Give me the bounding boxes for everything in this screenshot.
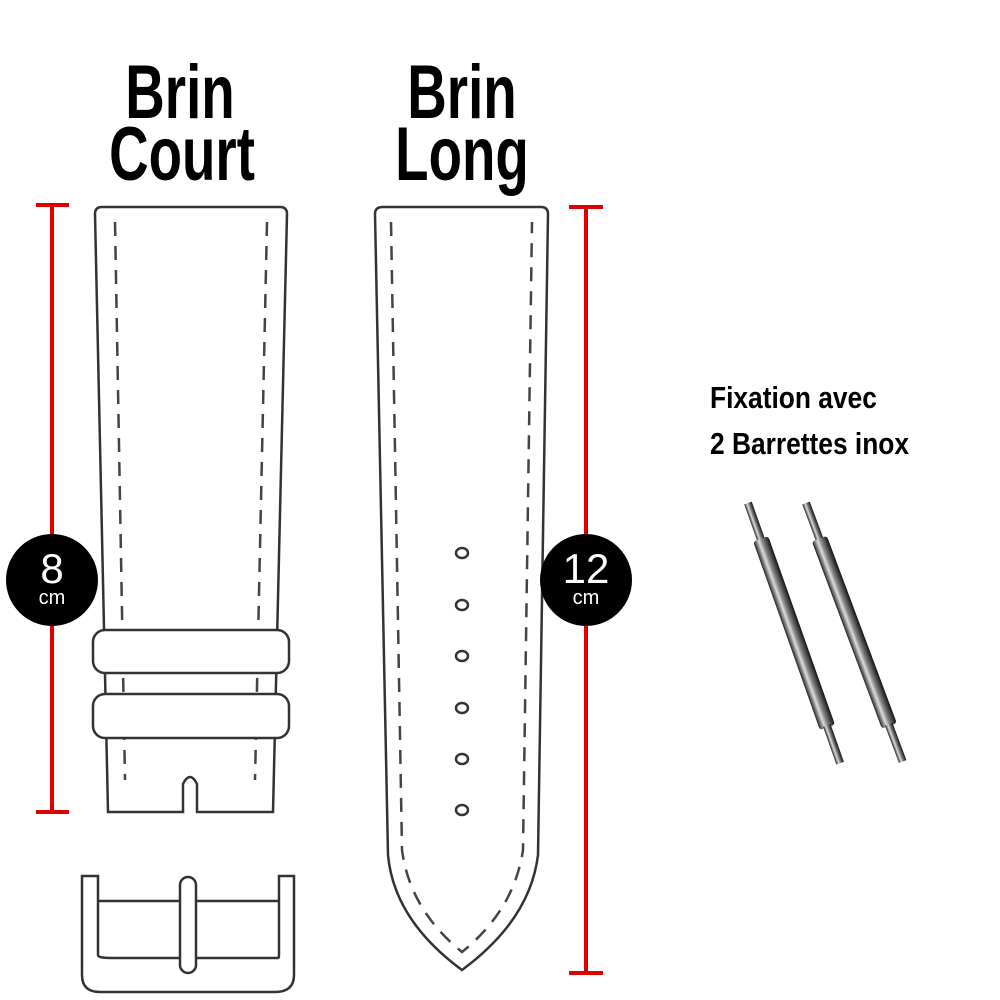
strap-hole bbox=[454, 701, 470, 715]
short-strap-length-unit: cm bbox=[39, 587, 66, 609]
length-badge bbox=[540, 534, 632, 626]
spring-bar bbox=[802, 501, 907, 763]
short-strap-length-value: 8 bbox=[40, 545, 63, 592]
buckle bbox=[80, 874, 296, 994]
strap-keeper bbox=[91, 628, 291, 675]
buckle-tongue bbox=[178, 875, 198, 975]
strap-holes bbox=[454, 546, 470, 817]
spring-bar bbox=[744, 501, 844, 765]
spring-bars-caption-line2: 2 Barrettes inox bbox=[710, 427, 909, 461]
long-strap-title: Brin Long bbox=[395, 50, 529, 197]
long-strap-dimension: 12 cm bbox=[540, 205, 632, 975]
strap-hole bbox=[454, 803, 470, 817]
length-badge bbox=[6, 534, 98, 626]
long-strap-length-value: 12 bbox=[563, 545, 610, 592]
short-strap bbox=[91, 205, 291, 814]
short-strap-title-line2: Court bbox=[109, 112, 255, 197]
long-strap bbox=[373, 205, 550, 972]
spring-bars-caption-line1: Fixation avec bbox=[710, 381, 877, 415]
long-strap-length-unit: cm bbox=[573, 587, 600, 609]
long-strap-title-line2: Long bbox=[395, 112, 529, 197]
strap-hole bbox=[454, 546, 470, 560]
strap-hole bbox=[454, 598, 470, 612]
short-strap-title-line1: Brin bbox=[125, 50, 234, 135]
strap-keeper bbox=[91, 692, 291, 740]
strap-hole bbox=[454, 752, 470, 766]
long-strap-title-line1: Brin bbox=[407, 50, 516, 135]
strap-hole bbox=[454, 649, 470, 663]
short-strap-dimension: 8 cm bbox=[6, 203, 98, 814]
short-strap-title: Brin Court bbox=[109, 50, 255, 197]
